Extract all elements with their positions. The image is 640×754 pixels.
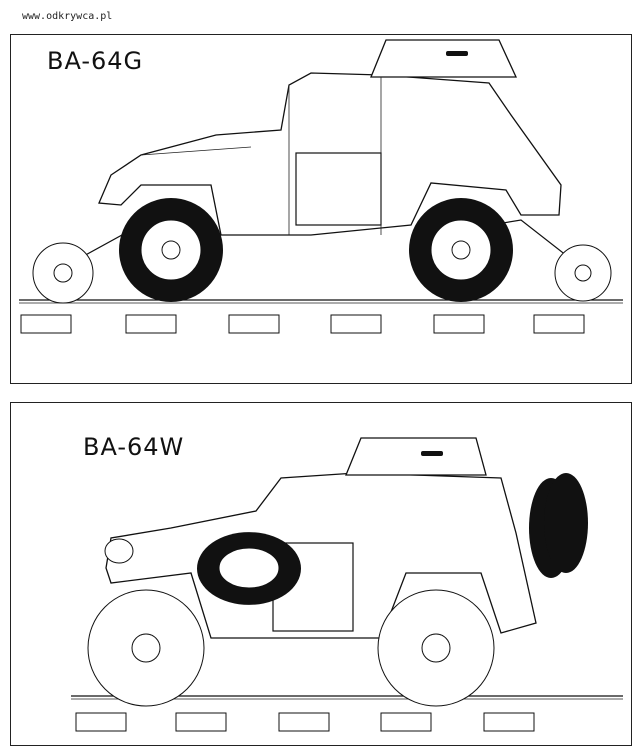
ba64g-drawing xyxy=(19,39,623,334)
sleeper xyxy=(125,314,177,334)
sleeper xyxy=(433,314,485,334)
sleeper xyxy=(483,712,535,732)
sleeper xyxy=(175,712,227,732)
turret xyxy=(345,437,487,476)
turret-vision-slot xyxy=(446,51,468,56)
sleeper xyxy=(380,712,432,732)
sleeper xyxy=(75,712,127,732)
turret-vision-slot xyxy=(421,451,443,456)
hull xyxy=(98,72,562,236)
vehicle-label: BA-64W xyxy=(83,433,185,461)
sleepers xyxy=(20,314,585,334)
ba64w-drawing xyxy=(71,437,623,732)
sleepers xyxy=(75,712,535,732)
drawing-panel-ba64g: BA-64G xyxy=(10,34,632,384)
sleeper xyxy=(228,314,280,334)
headlight xyxy=(104,538,134,564)
drawing-panel-ba64w: BA-64W xyxy=(10,402,632,746)
sleeper xyxy=(278,712,330,732)
rear-spare-wheel xyxy=(544,473,588,573)
sleeper xyxy=(330,314,382,334)
sleeper xyxy=(533,314,585,334)
hull xyxy=(105,472,537,639)
turret xyxy=(370,39,518,78)
sleeper xyxy=(20,314,72,334)
vehicle-label: BA-64G xyxy=(47,47,144,75)
watermark-text: www.odkrywca.pl xyxy=(22,11,113,22)
